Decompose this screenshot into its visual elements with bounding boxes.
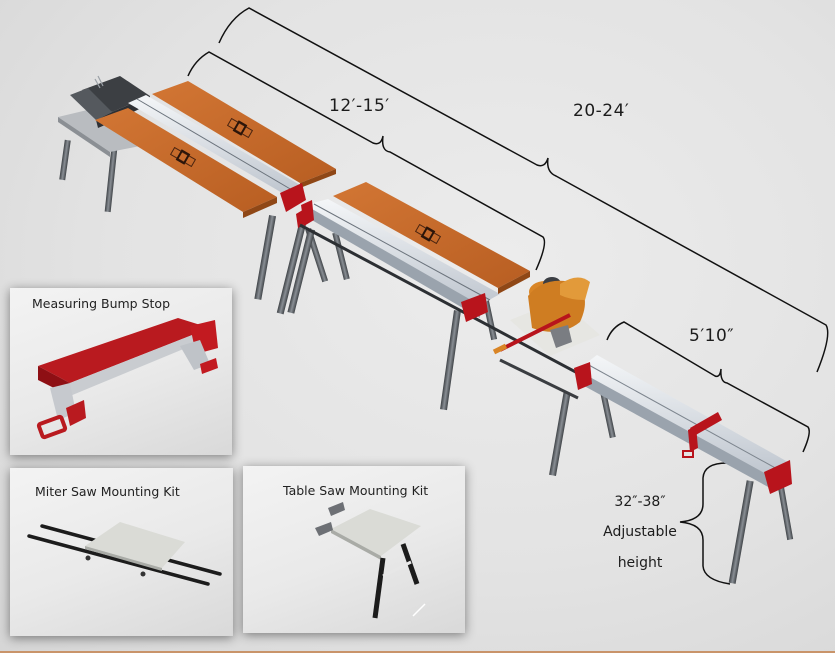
dimension-bracket-12-15ft — [187, 51, 546, 271]
short-stand-red-ends — [574, 362, 792, 494]
dimension-bracket-5ft10in — [606, 321, 810, 453]
miter-kit-illustration — [27, 522, 222, 586]
second-stand-red-brackets — [301, 200, 488, 322]
back-board — [152, 81, 336, 188]
dimension-label-20-24ft: 20-24′ — [573, 101, 630, 121]
height-label: height — [617, 555, 663, 571]
bump-stop-illustration — [36, 318, 218, 440]
inset-title: Measuring Bump Stop — [32, 296, 171, 311]
short-stand-legs — [549, 391, 794, 584]
dimension-bracket-height — [679, 462, 731, 585]
bump-stop-on-rail — [682, 412, 722, 458]
front-board — [95, 108, 277, 218]
brand-logo-icon — [169, 146, 197, 168]
dimension-bracket-20-24ft — [218, 7, 829, 373]
brand-logo-icon — [414, 223, 442, 245]
brand-logo-icon — [226, 117, 254, 139]
adjustable-label: Adjustable — [603, 524, 677, 540]
inset-table-saw-mounting-kit: Table Saw Mounting Kit — [243, 466, 465, 633]
miter-saw — [492, 277, 600, 356]
height-range-label: 32″-38″ — [614, 494, 666, 510]
short-stand-rail — [577, 355, 788, 488]
dimension-label-12-15ft: 12′-15′ — [329, 96, 390, 116]
connecting-beam — [499, 358, 579, 400]
second-stand-rail — [299, 199, 601, 387]
third-board — [333, 182, 530, 294]
dimension-label-5ft10in: 5′10″ — [689, 326, 735, 346]
inset-title: Table Saw Mounting Kit — [283, 483, 429, 498]
inset-title: Miter Saw Mounting Kit — [35, 484, 180, 499]
bottom-accent-strip — [0, 651, 835, 653]
table-saw-kit-illustration — [315, 502, 426, 619]
inset-measuring-bump-stop: Measuring Bump Stop — [10, 288, 232, 455]
inset-miter-saw-mounting-kit: Miter Saw Mounting Kit — [10, 468, 233, 636]
